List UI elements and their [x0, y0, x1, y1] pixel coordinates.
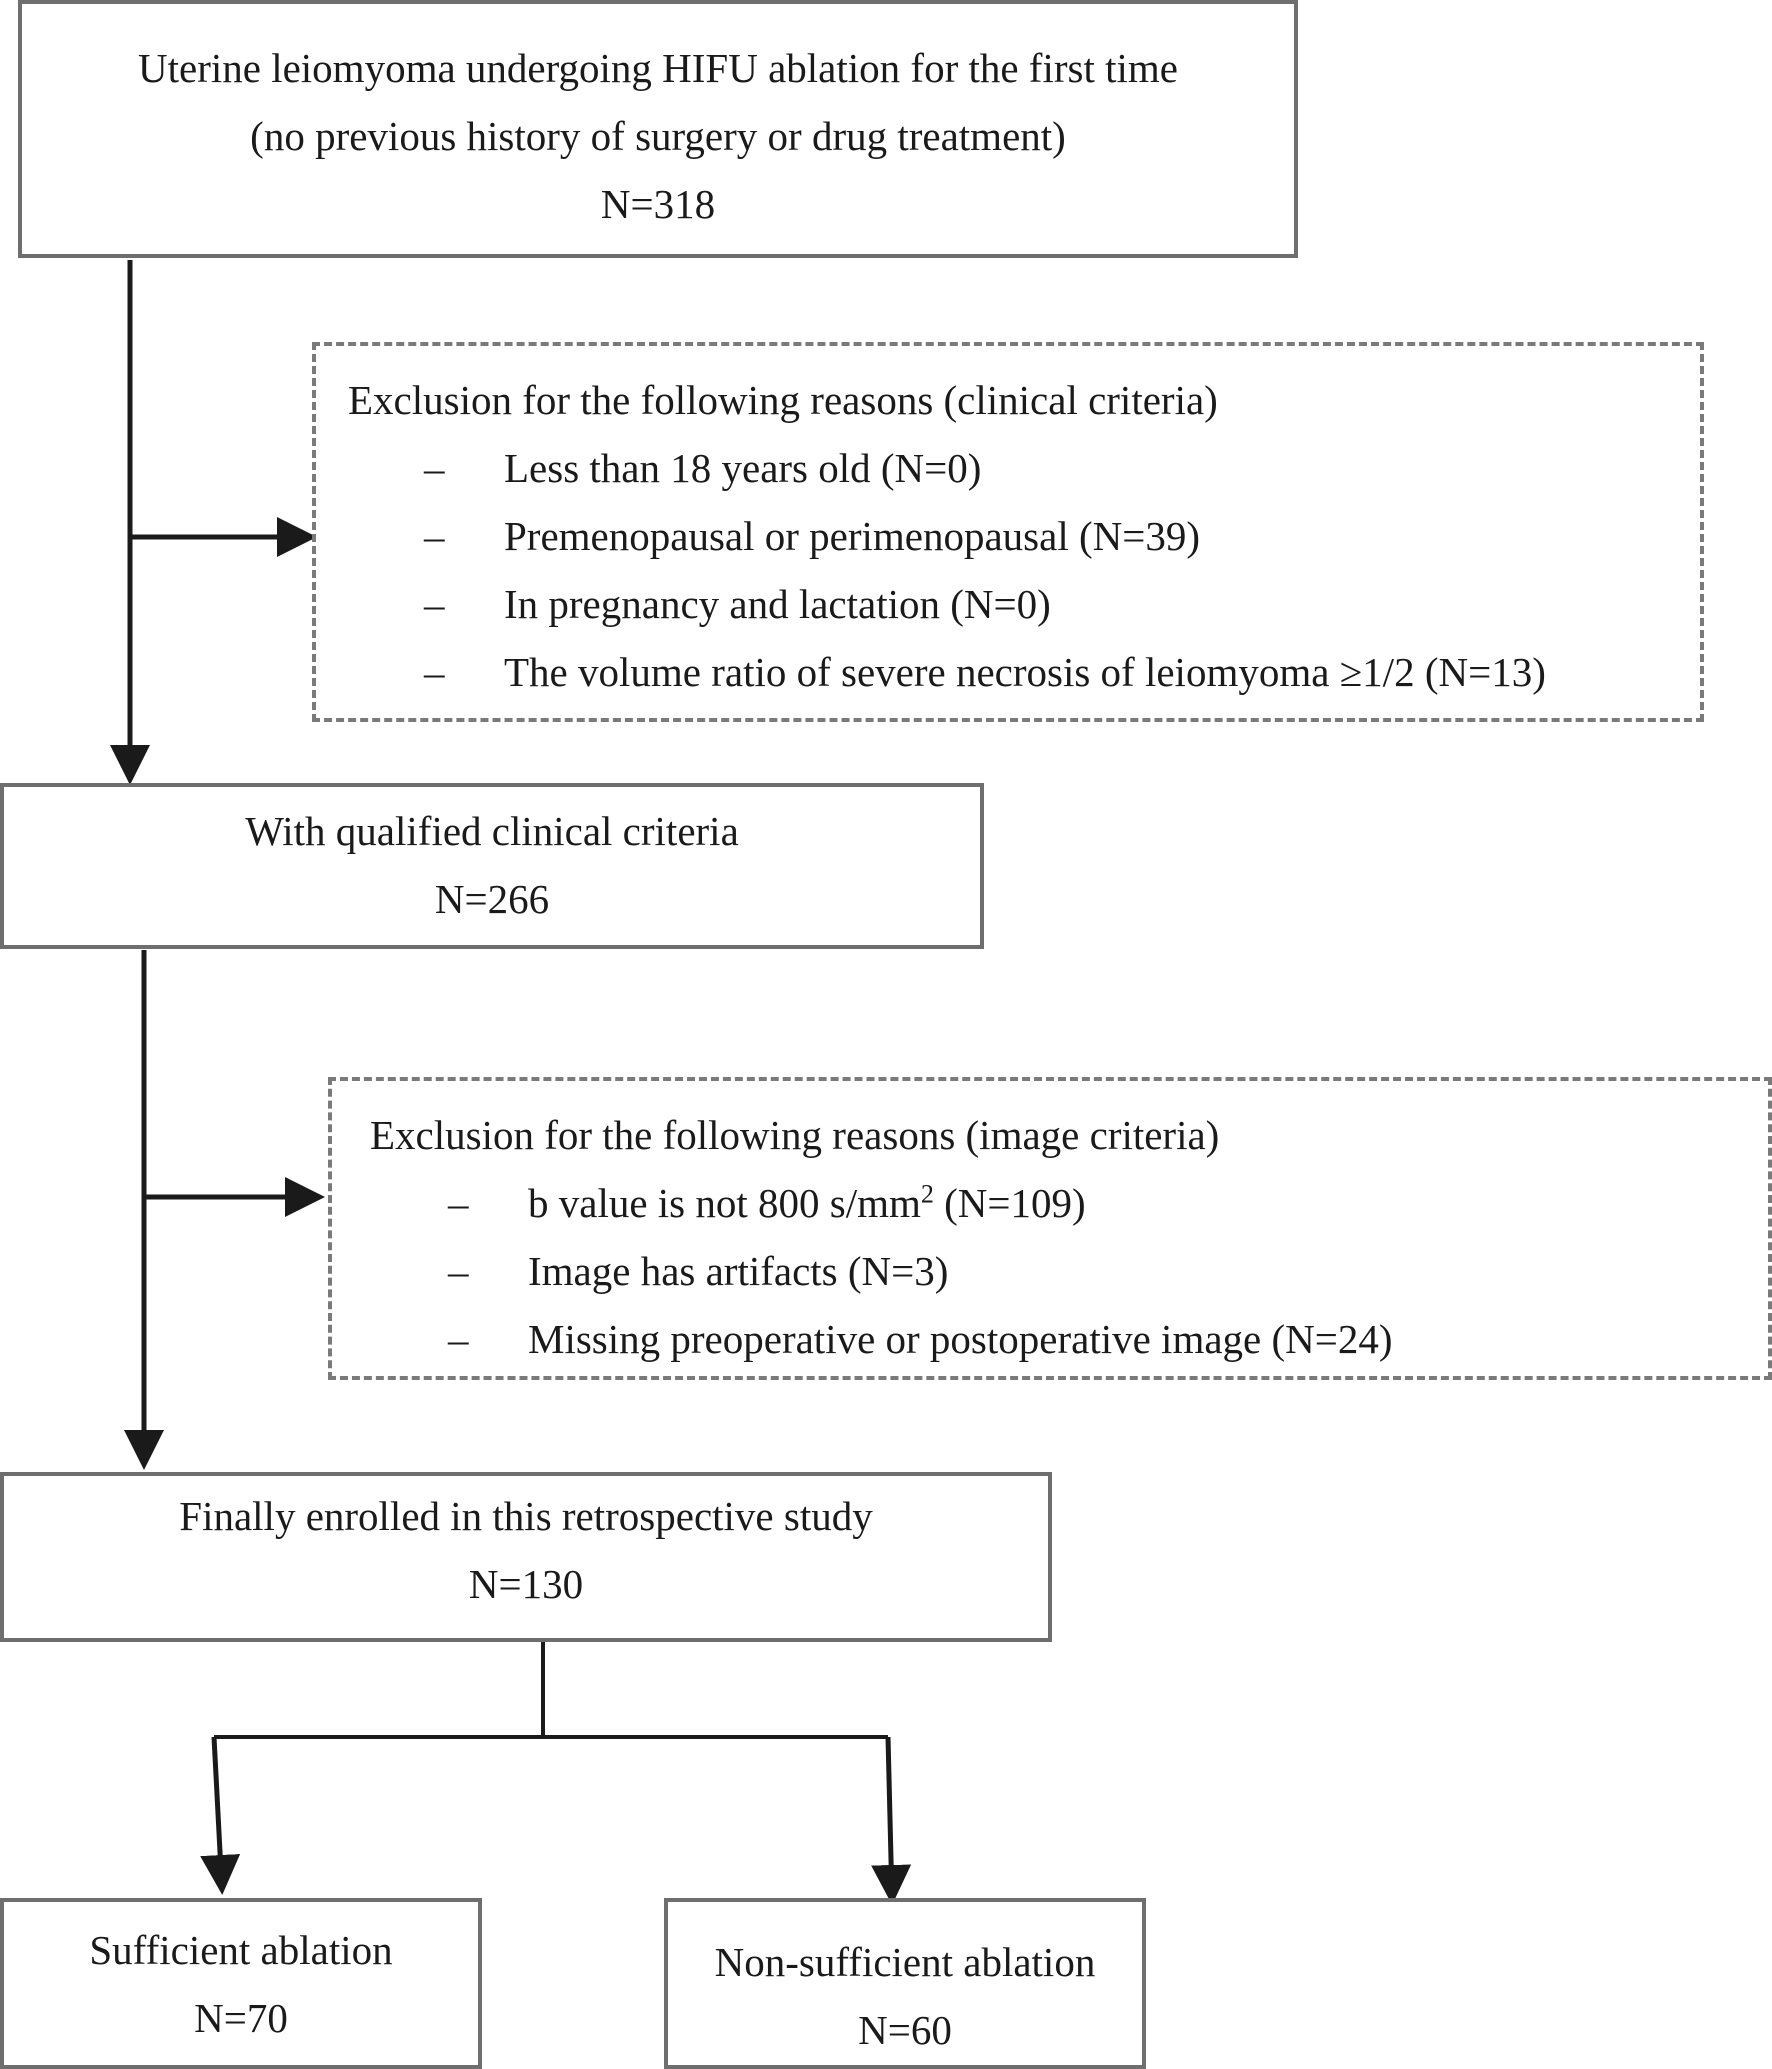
non-sufficient-line1: Non-sufficient ablation — [714, 1939, 1096, 1985]
b-value-count: (N=109) — [933, 1180, 1086, 1226]
sufficient-box: Sufficient ablation N=70 — [0, 1898, 482, 2069]
clinical-exclusion-text: Less than 18 years old (N=0) — [504, 445, 982, 491]
image-exclusion-heading: Exclusion for the following reasons (ima… — [370, 1112, 1220, 1158]
arrow-to-non-sufficient — [871, 1736, 912, 1905]
clinical-exclusion-text: Premenopausal or perimenopausal (N=39) — [504, 513, 1200, 559]
bullet-dash: – — [448, 1180, 469, 1226]
image-exclusion-text: Missing preoperative or postoperative im… — [528, 1316, 1393, 1362]
clinical-exclusion-text: In pregnancy and lactation (N=0) — [504, 581, 1051, 627]
clinical-exclusion-text: The volume ratio of severe necrosis of l… — [504, 649, 1546, 695]
b-value-text: b value is not 800 s/mm — [528, 1180, 921, 1226]
enrolled-line1: Finally enrolled in this retrospective s… — [179, 1493, 873, 1539]
image-exclusion-text: b value is not 800 s/mm2 (N=109) — [528, 1169, 1086, 1237]
bullet-dash: – — [448, 1248, 469, 1294]
bullet-dash: – — [424, 649, 445, 695]
arrow-to-sufficient — [200, 1736, 241, 1895]
start-count: N=318 — [600, 181, 716, 227]
bullet-dash: – — [424, 581, 445, 627]
sufficient-line1: Sufficient ablation — [89, 1927, 393, 1973]
start-box: Uterine leiomyoma undergoing HIFU ablati… — [18, 0, 1298, 258]
image-exclusion-text: Image has artifacts (N=3) — [528, 1248, 949, 1294]
start-line2: (no previous history of surgery or drug … — [250, 113, 1066, 159]
qualified-line1: With qualified clinical criteria — [245, 808, 739, 854]
enrolled-count: N=130 — [468, 1561, 584, 1607]
image-exclusion-box: Exclusion for the following reasons (ima… — [328, 1077, 1772, 1380]
non-sufficient-box: Non-sufficient ablation N=60 — [664, 1898, 1146, 2069]
qualified-box: With qualified clinical criteria N=266 — [0, 783, 984, 949]
sufficient-count: N=70 — [194, 1995, 288, 2041]
bullet-dash: – — [448, 1316, 469, 1362]
enrolled-box: Finally enrolled in this retrospective s… — [0, 1472, 1052, 1642]
start-line1: Uterine leiomyoma undergoing HIFU ablati… — [138, 45, 1178, 91]
bullet-dash: – — [424, 445, 445, 491]
qualified-count: N=266 — [434, 876, 550, 922]
clinical-exclusion-heading: Exclusion for the following reasons (cli… — [348, 377, 1218, 423]
non-sufficient-count: N=60 — [858, 2007, 952, 2053]
superscript: 2 — [920, 1179, 934, 1209]
bullet-dash: – — [424, 513, 445, 559]
clinical-exclusion-box: Exclusion for the following reasons (cli… — [312, 342, 1704, 722]
